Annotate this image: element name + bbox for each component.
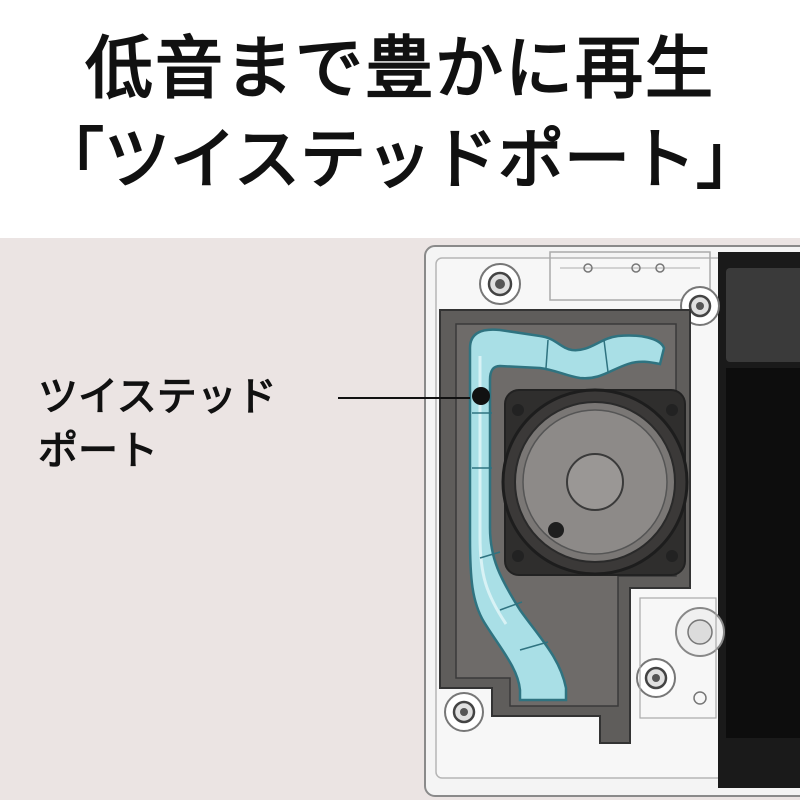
headline-area: 低音まで豊かに再生 「ツイステッドポート」 [0,0,800,238]
headline-subtitle: 「ツイステッドポート」 [37,121,763,198]
bottom-screw-left [444,692,484,732]
display-screen [726,368,800,738]
speaker-driver [501,388,689,576]
driver-marker-dot [548,522,564,538]
speaker-cutaway-illustration [338,245,800,797]
port-marker-dot [472,387,490,405]
top-screw-left [479,263,521,305]
bottom-screw-right [636,658,676,698]
headline-title: 低音まで豊かに再生 [84,30,715,109]
port-callout-line1: ツイステッド [38,374,277,420]
display-highlight [726,268,800,362]
port-callout-line2: ポート [38,428,158,474]
gear-component [675,607,725,657]
top-bracket [549,251,711,301]
twisted-port [468,328,666,702]
